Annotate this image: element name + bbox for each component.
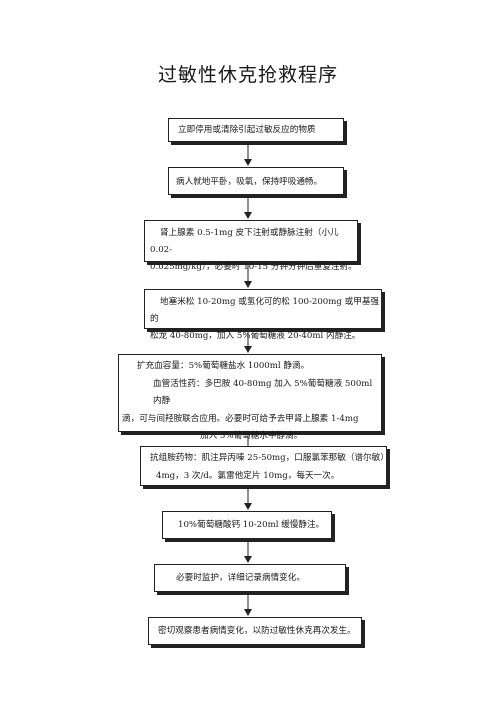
arrow-down-icon [244, 540, 252, 563]
step-text-line: 抗组胺药物：肌注异丙嗪 25-50mg，口服氯苯那敏（谱尔敏） [150, 453, 389, 463]
step-text: 立即停用或清除引起过敏反应的物质 [178, 125, 316, 135]
step-text-line: 0.025mg/kg），必要时 10-15 分钟分钟后重复注射。 [150, 262, 357, 272]
step-calcium-gluconate: 10%葡萄糖酸钙 10-20ml 缓慢静注。 [162, 511, 332, 539]
step-text-line: 扩充血容量：5%葡萄糖盐水 1000ml 静滴。 [137, 361, 310, 371]
step-epinephrine: 肾上腺素 0.5-1mg 皮下注射或静脉注射（小儿 0.02- 0.025mg/… [144, 220, 358, 272]
step-corticosteroid: 地塞米松 10-20mg 或氢化可的松 100-200mg 或甲基强的 松龙 4… [144, 289, 382, 341]
step-text: 必要时监护，详细记录病情变化。 [176, 573, 305, 583]
step-stop-allergen: 立即停用或清除引起过敏反应的物质 [168, 118, 344, 142]
step-text-line: 加入 5%葡萄糖水中静滴。 [200, 431, 303, 441]
step-text: 病人就地平卧，吸氧，保持呼吸通畅。 [176, 177, 323, 187]
step-volume-vasoactive: 扩充血容量：5%葡萄糖盐水 1000ml 静滴。 血管活性药：多巴胺 40-80… [118, 354, 382, 441]
arrow-down-icon [244, 263, 252, 288]
step-text-line: 地塞米松 10-20mg 或氢化可的松 100-200mg 或甲基强的 [150, 297, 380, 324]
arrow-down-icon [244, 330, 252, 353]
arrow-down-icon [244, 196, 252, 219]
page-title: 过敏性休克抢救程序 [157, 64, 338, 86]
step-text-line: 4mg，3 次/d。氯雷他定片 10mg，每天一次。 [156, 470, 340, 481]
step-text-line: 滴，可与间羟胺联合应用。必要时可给予去甲肾上腺素 1-4mg [122, 413, 359, 424]
step-text-line: 肾上腺素 0.5-1mg 皮下注射或静脉注射（小儿 0.02- [150, 228, 339, 255]
step-text: 密切观察患者病情变化，以防过敏性休克再次发生。 [158, 626, 356, 636]
arrow-down-icon [244, 593, 252, 616]
step-antihistamine: 抗组胺药物：肌注异丙嗪 25-50mg，口服氯苯那敏（谱尔敏） 4mg，3 次/… [140, 446, 389, 486]
step-observation: 密切观察患者病情变化，以防过敏性休克再次发生。 [148, 617, 362, 645]
step-text-line: 血管活性药：多巴胺 40-80mg 加入 5%葡萄糖液 500ml 内静 [153, 378, 373, 407]
step-text-line: 松龙 40-80mg，加入 5%葡萄糖液 20-40ml 内静注。 [150, 331, 361, 341]
step-text: 10%葡萄糖酸钙 10-20ml 缓慢静注。 [178, 520, 325, 530]
step-oxygen: 病人就地平卧，吸氧，保持呼吸通畅。 [168, 167, 344, 195]
arrow-down-icon [244, 487, 252, 510]
arrow-down-icon [244, 143, 252, 166]
step-monitoring: 必要时监护，详细记录病情变化。 [154, 564, 346, 592]
